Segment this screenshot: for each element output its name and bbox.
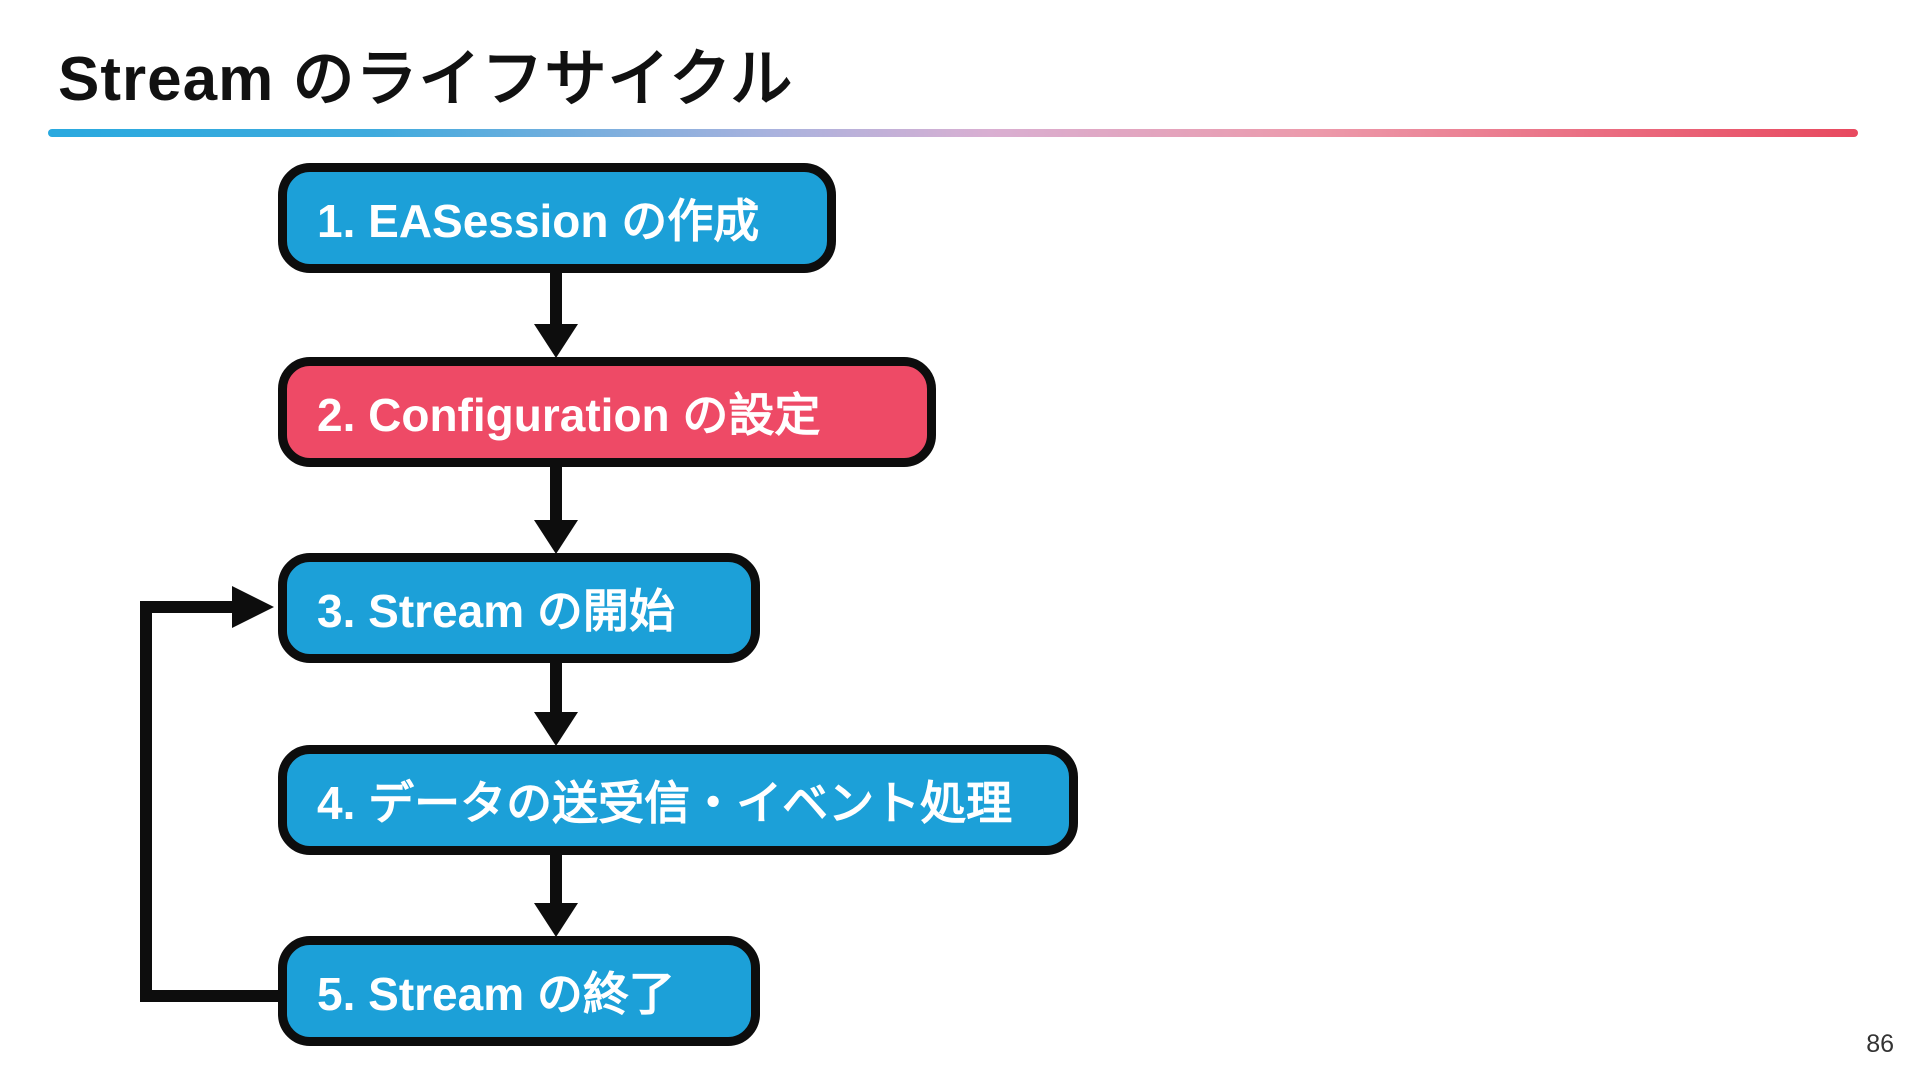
flow-step-label: 4. データの送受信・イベント処理 bbox=[317, 777, 1013, 829]
loop-back-top-segment bbox=[140, 601, 234, 613]
arrow-head-down-icon bbox=[534, 712, 578, 746]
flow-step-label: 3. Stream の開始 bbox=[317, 585, 675, 637]
flow-step-1-easession-creation: 1. EASession の作成 bbox=[278, 163, 836, 273]
title-underline-gradient bbox=[48, 129, 1858, 137]
arrow-head-down-icon bbox=[534, 324, 578, 358]
arrow-step3-to-step4 bbox=[534, 662, 578, 746]
page-title: Stream のライフサイクル bbox=[58, 45, 794, 114]
flow-step-label: 1. EASession の作成 bbox=[317, 195, 760, 247]
arrow-head-right-icon bbox=[232, 586, 274, 628]
loop-back-bottom-segment bbox=[140, 990, 278, 1002]
flow-step-2-configuration: 2. Configuration の設定 bbox=[278, 357, 936, 467]
arrow-shaft bbox=[550, 662, 562, 712]
loop-back-vertical-segment bbox=[140, 601, 152, 1002]
arrow-shaft bbox=[550, 853, 562, 903]
page-number: 86 bbox=[1866, 1030, 1894, 1058]
arrow-shaft bbox=[550, 466, 562, 520]
arrow-shaft bbox=[550, 270, 562, 324]
flow-step-label: 5. Stream の終了 bbox=[317, 968, 675, 1020]
flow-step-3-stream-start: 3. Stream の開始 bbox=[278, 553, 760, 663]
flow-step-5-stream-end: 5. Stream の終了 bbox=[278, 936, 760, 1046]
arrow-step2-to-step3 bbox=[534, 466, 578, 554]
flow-step-label: 2. Configuration の設定 bbox=[317, 389, 821, 441]
arrow-head-down-icon bbox=[534, 520, 578, 554]
flow-step-4-data-transfer-events: 4. データの送受信・イベント処理 bbox=[278, 745, 1078, 855]
arrow-step4-to-step5 bbox=[534, 853, 578, 937]
arrow-step1-to-step2 bbox=[534, 270, 578, 358]
arrow-head-down-icon bbox=[534, 903, 578, 937]
